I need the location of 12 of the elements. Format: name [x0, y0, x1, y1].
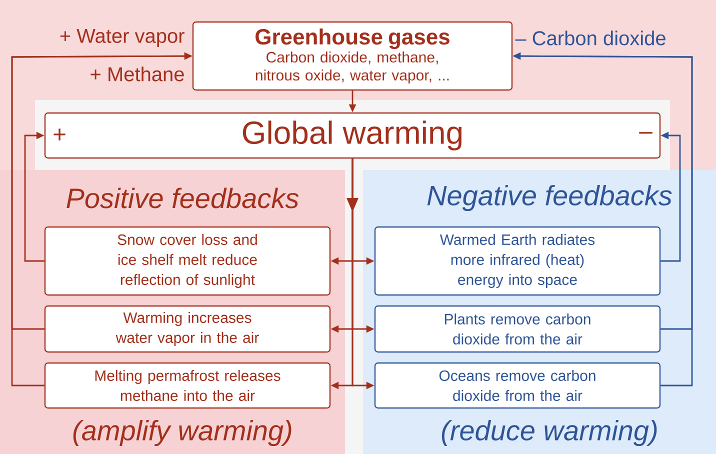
- feedback-box: Oceans remove carbon dioxide from the air: [374, 362, 661, 409]
- feedback-box: Warming increases water vapor in the air: [44, 305, 331, 353]
- edge-label: – Carbon dioxide: [515, 30, 666, 46]
- banner-box: + Global warming –: [44, 112, 661, 159]
- edge-label: + Methane: [90, 66, 184, 82]
- feedback-box: Plants remove carbon dioxide from the air: [374, 305, 661, 353]
- arrow: [24, 132, 44, 262]
- feedback-box: Warmed Earth radiates more infrared (heat) energy into space: [374, 226, 661, 296]
- gas-box: Greenhouse gases Carbon dioxide, methane, nitrous oxide, water vapor, ...: [192, 21, 513, 91]
- edge-label: + Water vapor: [60, 29, 184, 47]
- feedback-box: Snow cover loss and ice shelf melt reduce reflection of sunlight: [44, 226, 331, 296]
- feedback-box: Melting permafrost releases methane into the air: [44, 362, 331, 409]
